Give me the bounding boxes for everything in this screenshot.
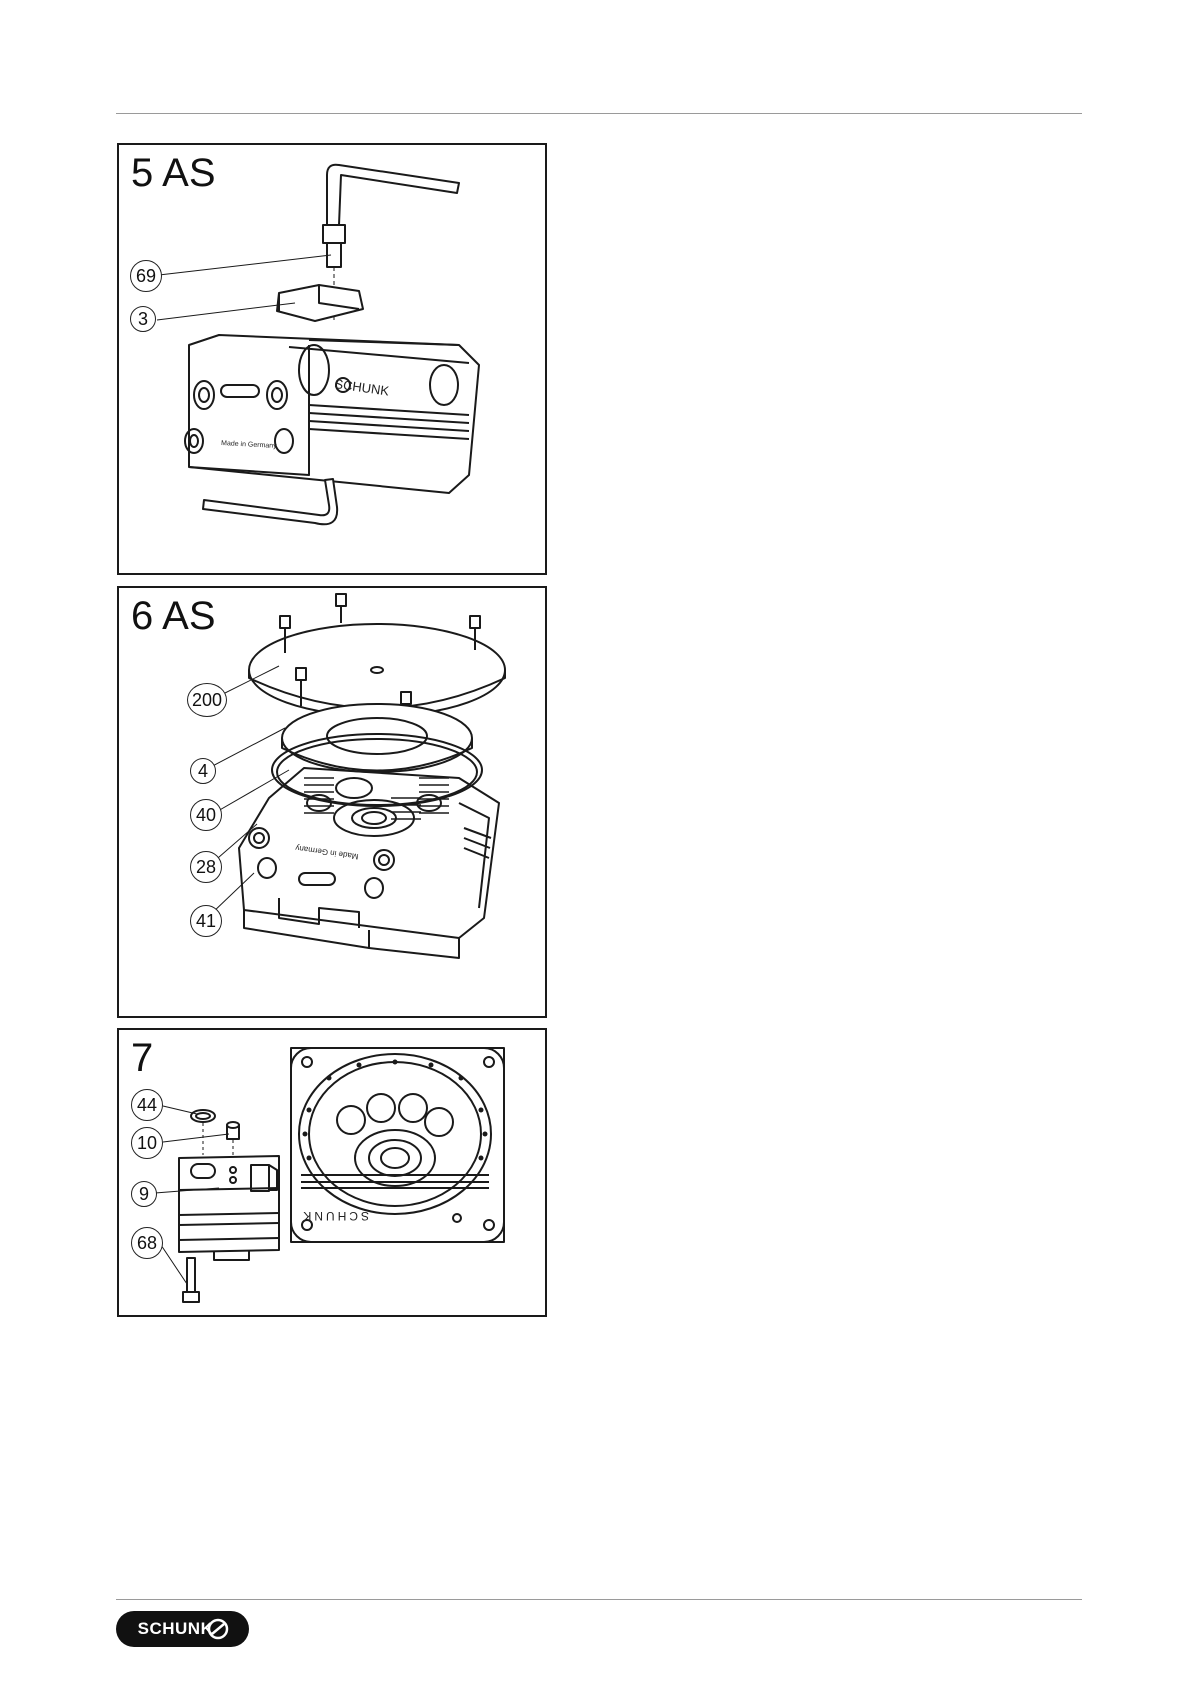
panel-6as-drawing: Made in Germany [119, 588, 547, 1018]
footer-rule [116, 1599, 1082, 1600]
panel-title: 5 AS [131, 151, 216, 195]
schunk-emblem-icon [207, 1618, 229, 1640]
callout-44: 44 [131, 1089, 163, 1121]
callout-28: 28 [190, 851, 222, 883]
callout-3: 3 [130, 306, 156, 332]
logo-text: SCHUNK [138, 1619, 214, 1639]
figure-panel-5as: SCHUNK Made in Germany 5 AS 69 3 [117, 143, 547, 575]
callout-4: 4 [190, 758, 216, 784]
engraving-brand: SCHUNK [300, 1209, 369, 1223]
callout-40: 40 [190, 799, 222, 831]
callout-68: 68 [131, 1227, 163, 1259]
callout-41: 41 [190, 905, 222, 937]
callout-10: 10 [131, 1127, 163, 1159]
callout-200: 200 [187, 683, 227, 717]
schunk-logo: SCHUNK [116, 1611, 249, 1647]
panel-title: 6 AS [131, 594, 216, 638]
callout-9: 9 [131, 1181, 157, 1207]
figure-panel-7: SCHUNK 7 44 10 9 68 [117, 1028, 547, 1317]
callout-69: 69 [130, 260, 162, 292]
panel-5as-drawing: SCHUNK Made in Germany [119, 145, 547, 575]
header-rule [116, 113, 1082, 114]
panel-title: 7 [131, 1036, 153, 1080]
figure-panel-6as: Made in Germany 6 AS 200 4 40 28 41 [117, 586, 547, 1018]
engraving-origin: Made in Germany [295, 843, 359, 861]
panel-7-drawing: SCHUNK [119, 1030, 547, 1317]
